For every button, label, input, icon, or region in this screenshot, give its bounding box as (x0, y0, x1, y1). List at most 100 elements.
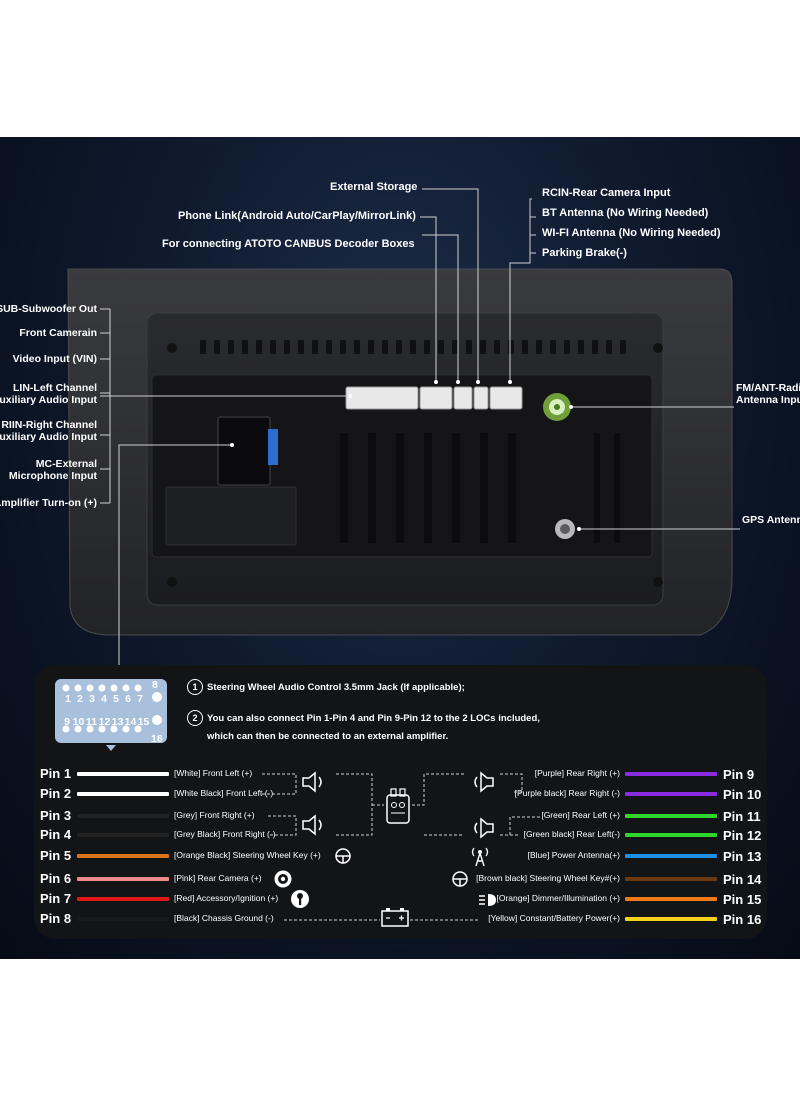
wire-swatch (625, 854, 717, 858)
battery-icon (381, 908, 409, 927)
wire-swatch (625, 897, 717, 901)
label-lin-line2: Auxiliary Audio Input (0, 394, 97, 406)
note-1-badge: 1 (187, 679, 203, 695)
label-phone-link: Phone Link(Android Auto/CarPlay/MirrorLi… (178, 210, 416, 222)
wire-description: [Green black] Rear Left(-) (523, 829, 620, 839)
pin-label: Pin 14 (723, 872, 762, 887)
wire-description: [Blue] Power Antenna(+) (527, 850, 620, 860)
label-sub-out: SUB-Subwoofer Out (0, 303, 97, 315)
wire-description: [White Black] Front Left (-) (174, 788, 274, 798)
wire-swatch (77, 833, 169, 837)
label-fm-line2: Antenna Input (736, 394, 800, 406)
wire-swatch (77, 897, 169, 901)
diagram-canvas: External Storage Phone Link(Android Auto… (0, 137, 800, 959)
note-2-text-line1: You can also connect Pin 1-Pin 4 and Pin… (207, 713, 540, 724)
pin-label: Pin 13 (723, 849, 762, 864)
pin-label: Pin 10 (723, 787, 762, 802)
note-2-text-line2: which can then be connected to an extern… (207, 731, 449, 742)
pin-number: 10 (72, 716, 85, 728)
wire-swatch (625, 917, 717, 921)
label-front-camera: Front Camerain (19, 327, 97, 339)
pin-number: 13 (111, 716, 124, 728)
wire-swatch (77, 917, 169, 921)
label-fm-antenna: FM/ANT-RadioAntenna Input (736, 382, 800, 406)
pin-number: 2 (77, 693, 83, 705)
speaker-icon (474, 771, 494, 793)
pin-label: Pin 3 (40, 808, 72, 823)
pin-number: 4 (101, 693, 107, 705)
note-2-badge: 2 (187, 710, 203, 726)
pin-grid-top-row: 1 2 3 4 5 6 7 (62, 693, 162, 705)
wire-swatch (77, 772, 169, 776)
wire-swatch (625, 833, 717, 837)
label-mc-line1: MC-External (35, 458, 97, 470)
wire-swatch (625, 792, 717, 796)
antenna-icon (471, 847, 489, 867)
wire-swatch (625, 877, 717, 881)
wire-swatch (77, 877, 169, 881)
pin-label: Pin 15 (723, 892, 762, 907)
pin-label: Pin 9 (723, 767, 755, 782)
pin-number: 9 (64, 716, 70, 728)
loc-converter-icon (386, 788, 410, 824)
speaker-icon (302, 814, 322, 836)
wire-description: [White] Front Left (+) (174, 768, 253, 778)
note-1-text: Steering Wheel Audio Control 3.5mm Jack … (207, 682, 465, 693)
pin-grid-diagram (62, 684, 162, 751)
pin-label: Pin 12 (723, 828, 762, 843)
pin-label: Pin 11 (723, 809, 761, 824)
speaker-icon (302, 771, 322, 793)
label-riin-line1: RIIN-Right Channel (1, 419, 97, 431)
wire-swatch (625, 814, 717, 818)
wire-swatch (625, 772, 717, 776)
wire-description: [Grey] Front Right (+) (174, 810, 255, 820)
wire-description: [Black] Chassis Ground (-) (174, 913, 274, 923)
label-gps-antenna: GPS Antenna (742, 514, 800, 526)
label-riin-line2: Auxiliary Audio Input (0, 431, 97, 443)
pin-label: Pin 16 (723, 912, 762, 927)
light-icon (479, 894, 496, 906)
pin-grid-bottom-row: 9 10 11 12 13 14 15 (62, 716, 162, 728)
label-bt-antenna: BT Antenna (No Wiring Needed) (542, 207, 709, 219)
pin-number-16: 16 (151, 733, 163, 745)
pin-label: Pin 5 (40, 848, 72, 863)
label-parking-brake: Parking Brake(-) (542, 247, 627, 259)
pin-label: Pin 1 (40, 766, 72, 781)
pin-number: 15 (137, 716, 150, 728)
wire-swatch (77, 814, 169, 818)
pin-number: 7 (137, 693, 143, 705)
wire-swatch (77, 854, 169, 858)
wire-description: [Brown black] Steering Wheel Key#(+) (476, 873, 620, 883)
pin-label: Pin 2 (40, 786, 72, 801)
label-video-input: Video Input (VIN) (12, 353, 97, 365)
label-wifi-antenna: WI-FI Antenna (No Wiring Needed) (542, 227, 721, 239)
wire-description: [Yellow] Constant/Battery Power(+) (488, 913, 620, 923)
pin-number: 1 (65, 693, 71, 705)
label-mc-line2: Microphone Input (8, 470, 97, 482)
steering-wheel-icon (335, 848, 351, 864)
pin-label: Pin 8 (40, 911, 72, 926)
label-canbus: For connecting ATOTO CANBUS Decoder Boxe… (162, 238, 415, 250)
pin-label: Pin 7 (40, 891, 72, 906)
pin-number: 12 (98, 716, 111, 728)
pin-number-8: 8 (152, 679, 158, 691)
pin-number: 5 (113, 693, 119, 705)
key-icon (291, 890, 309, 908)
wire-description: [Purple] Rear Right (+) (534, 768, 620, 778)
label-fm-line1: FM/ANT-Radio (736, 382, 800, 394)
wire-swatch (77, 792, 169, 796)
pin-number: 14 (124, 716, 137, 728)
label-external-storage: External Storage (330, 181, 418, 193)
wire-description: [Pink] Rear Camera (+) (174, 873, 262, 883)
camera-icon (274, 870, 292, 888)
wire-description: [Orange Black] Steering Wheel Key (+) (174, 850, 321, 860)
pin-number: 3 (89, 693, 95, 705)
head-unit-rear-panel (67, 188, 740, 811)
pin-label: Pin 6 (40, 871, 72, 886)
pin-label: Pin 4 (40, 827, 72, 842)
wire-description: [Grey Black] Front Right (-) (174, 829, 276, 839)
label-amp-turn-on: Amplifier Turn-on (+) (0, 497, 97, 509)
